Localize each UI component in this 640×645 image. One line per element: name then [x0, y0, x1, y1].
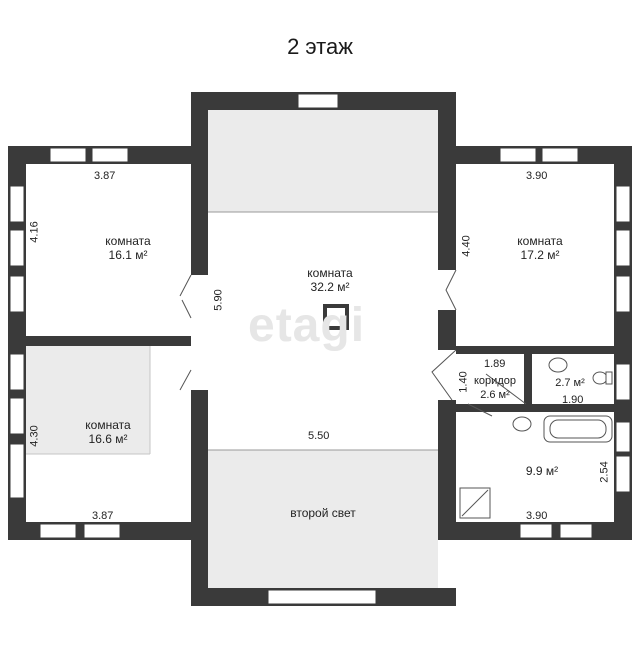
shaded-second-light [208, 450, 438, 588]
doors [179, 269, 493, 417]
shaded-top-hall [208, 110, 438, 212]
room-area: 9.9 м² [525, 464, 559, 478]
dim-tr-height: 4.40 [460, 235, 473, 257]
dim-tl-height: 4.16 [28, 221, 41, 243]
windows [9, 93, 631, 605]
dim-bl-height: 4.30 [28, 425, 41, 447]
dim-bath-height: 2.54 [598, 461, 611, 483]
room-name: комната [517, 234, 563, 248]
dim-center-width: 5.50 [308, 430, 330, 442]
room-area: 2.7 м² [555, 377, 585, 389]
dim-tr-width: 3.90 [526, 170, 548, 182]
room-corridor-label: коридор 2.6 м² [460, 374, 530, 402]
room-name: комната [85, 418, 131, 432]
room-area: 16.6 м² [88, 432, 128, 446]
dim-bl-width: 3.87 [92, 510, 114, 522]
room-bathroom-label: 9.9 м² [512, 464, 572, 478]
room-wc-label: 2.7 м² [540, 376, 600, 390]
dim-wc-width: 1.90 [562, 394, 584, 406]
room-top-right-label: комната 17.2 м² [490, 234, 590, 262]
room-area: 17.2 м² [520, 248, 560, 262]
room-second-light-label: второй свет [263, 506, 383, 520]
dim-corridor-width: 1.89 [484, 358, 506, 370]
room-name: комната [105, 234, 151, 248]
room-bottom-left-label: комната 16.6 м² [58, 418, 158, 446]
plan-title: 2 этаж [287, 34, 353, 59]
room-name: коридор [474, 375, 516, 387]
room-area: 16.1 м² [108, 248, 148, 262]
chimney [323, 304, 349, 330]
room-area: 2.6 м² [480, 389, 510, 401]
dim-center-height: 5.90 [212, 289, 225, 311]
dim-tl-width: 3.87 [94, 170, 116, 182]
dim-corridor-height: 1.40 [457, 371, 470, 393]
bathroom-fixtures [459, 357, 613, 519]
watermark: etagi [248, 299, 366, 352]
room-name: второй свет [290, 506, 356, 520]
dim-bath-width: 3.90 [526, 510, 548, 522]
room-area: 32.2 м² [310, 280, 350, 294]
room-name: комната [307, 266, 353, 280]
shaded-bottom-left-room [26, 346, 150, 454]
room-top-left-label: комната 16.1 м² [78, 234, 178, 262]
room-center-label: комната 32.2 м² [280, 266, 380, 294]
